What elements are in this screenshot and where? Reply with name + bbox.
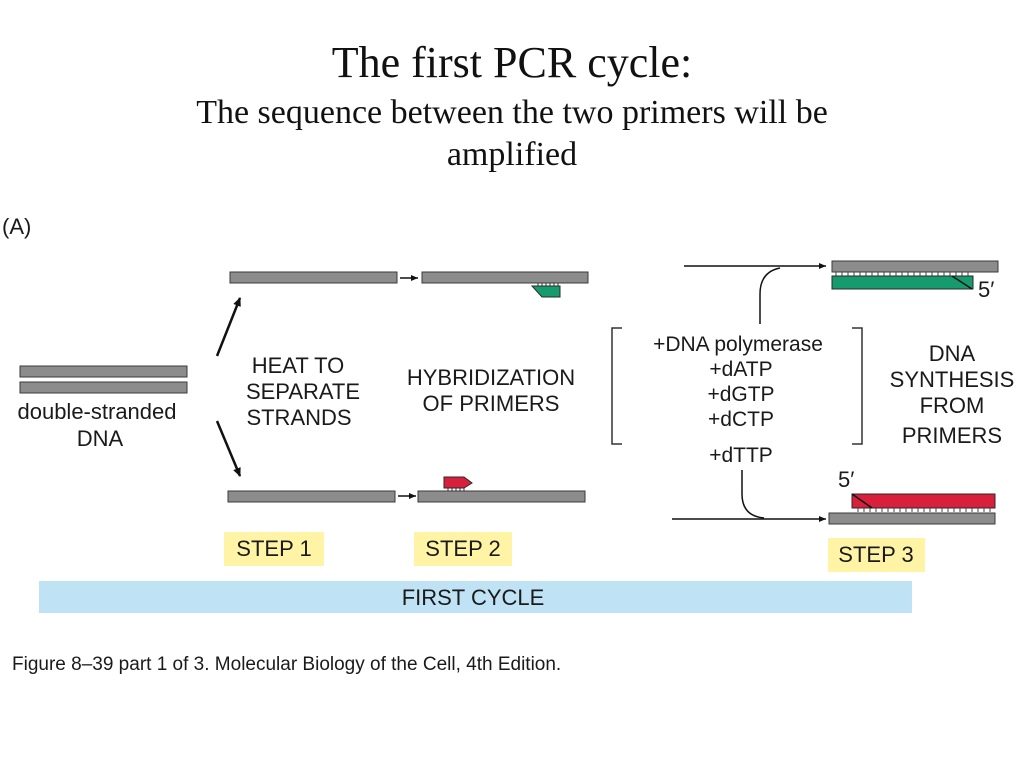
step3-bottom-duplex (828, 493, 996, 525)
slide-subtitle: The sequence between the two primers wil… (196, 94, 828, 173)
step3-highlight (828, 538, 925, 572)
slide-title: The first PCR cycle: (331, 38, 693, 87)
cycle-label: FIRST CYCLE (402, 585, 545, 610)
heat-label-line-1: HEAT TO (252, 353, 345, 378)
reagent-bracket-left (611, 327, 622, 445)
reagent-dttp: +dTTP (709, 444, 773, 467)
five-prime-top: 5′ (978, 277, 994, 302)
hybridization-label-line-2: OF PRIMERS (423, 391, 560, 416)
step2-top-strand (421, 271, 589, 284)
reagent-dctp: +dCTP (708, 408, 774, 431)
five-prime-bottom: 5′ (838, 467, 854, 492)
step1-bottom-strand (227, 490, 396, 503)
reagent-join-top (759, 267, 781, 324)
input-label-line-2: DNA (77, 426, 124, 451)
heat-label-line-3: STRANDS (246, 405, 351, 430)
synthesis-label-line-2: SYNTHESIS (890, 367, 1015, 392)
step2-label: STEP 2 (425, 536, 500, 561)
step3-top-duplex (831, 260, 999, 290)
figure-caption: Figure 8–39 part 1 of 3. Molecular Biolo… (12, 654, 562, 675)
reagent-bracket-right (852, 327, 863, 445)
panel-label: (A) (2, 214, 31, 239)
step1-highlight (224, 532, 324, 566)
synthesis-label-line-1: DNA (929, 341, 976, 366)
input-label-line-1: double-stranded (17, 399, 176, 424)
forward-primer (443, 476, 473, 491)
reagent-datp: +dATP (709, 358, 772, 381)
step3-label: STEP 3 (838, 542, 913, 567)
separation-arrow-up (215, 297, 242, 357)
step1-label: STEP 1 (236, 536, 311, 561)
synthesis-label-line-4: PRIMERS (902, 423, 1002, 448)
step1-top-strand (229, 271, 398, 284)
separation-arrow-down (215, 420, 242, 477)
cycle-bar (39, 581, 912, 613)
synthesis-label-line-3: FROM (920, 393, 985, 418)
step2-highlight (414, 532, 512, 566)
reagent-dgtp: +dGTP (707, 383, 774, 406)
reverse-primer (530, 283, 561, 298)
reagent-join-bottom (741, 470, 765, 519)
heat-label-line-2: SEPARATE (246, 379, 360, 404)
hybridization-label-line-1: HYBRIDIZATION (407, 365, 575, 390)
reagent-polymerase: +DNA polymerase (653, 333, 823, 356)
double-stranded-dna (19, 365, 188, 394)
step2-bottom-strand (417, 490, 586, 503)
